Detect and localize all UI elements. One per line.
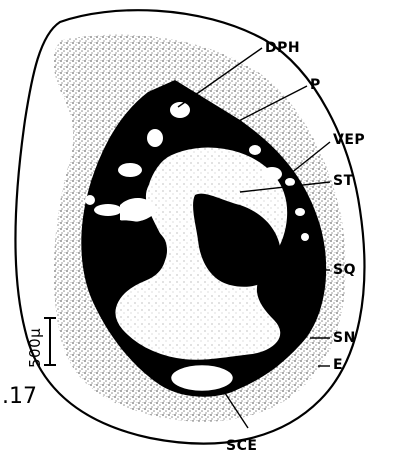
label-st: ST — [333, 173, 354, 189]
label-e: E — [333, 357, 343, 373]
vein-cell — [118, 163, 142, 177]
sce-chamber — [170, 364, 234, 392]
label-p: P — [310, 77, 321, 93]
label-sq: SQ — [333, 262, 356, 278]
scale-bar-label: 500µ — [26, 328, 44, 368]
label-sce: SCE — [226, 438, 257, 454]
dph-cell — [169, 101, 191, 119]
label-dph: DPH — [265, 40, 300, 56]
figure-number: .17 — [2, 384, 37, 409]
label-vep: VEP — [333, 132, 365, 148]
label-sn: SN — [333, 330, 356, 346]
